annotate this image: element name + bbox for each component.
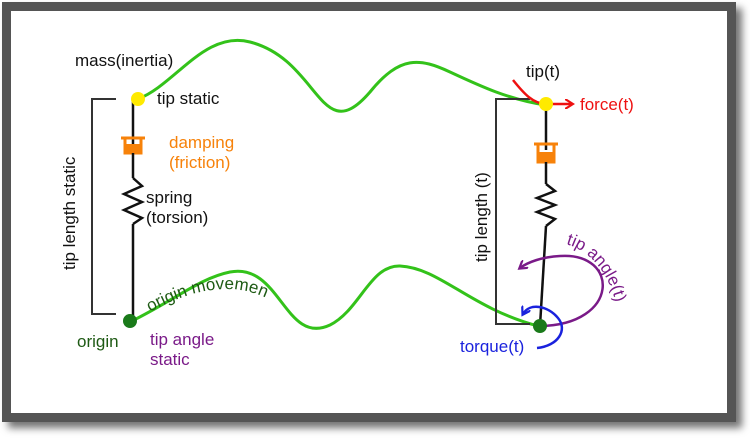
tip-static-label: tip static	[157, 89, 220, 108]
force-t-label: force(t)	[580, 95, 634, 114]
spring-label: spring	[146, 188, 192, 207]
torque-arrow	[523, 307, 564, 350]
tip-t-dot	[539, 97, 553, 111]
dynamic-rod-lower	[538, 225, 548, 327]
tip-length-t-bracket	[495, 98, 530, 325]
friction-label: (friction)	[169, 153, 230, 172]
static-spring-icon	[120, 177, 146, 226]
tip-angle-static-sublabel: static	[150, 350, 190, 369]
tip-length-static-bracket	[91, 98, 116, 315]
damping-label: damping	[169, 133, 234, 152]
dynamic-spring-icon	[533, 183, 559, 227]
tip-trajectory-curve	[137, 38, 547, 113]
torsion-label: (torsion)	[146, 208, 208, 227]
tip-length-static-label: tip length static	[60, 156, 79, 270]
origin-t-dot	[533, 319, 547, 333]
panel-background	[11, 11, 727, 413]
torque-t-label: torque(t)	[460, 337, 524, 356]
origin-label: origin	[77, 332, 119, 351]
tip-angle-static-label: tip angle	[150, 330, 214, 349]
mass-label: mass(inertia)	[75, 51, 173, 70]
static-damper-icon	[126, 144, 140, 153]
origin-dot	[123, 314, 137, 328]
tip-static-dot	[131, 92, 145, 106]
tip-t-label: tip(t)	[526, 62, 560, 81]
origin-trajectory-curve	[129, 264, 539, 330]
dynamic-damper-icon	[539, 152, 553, 162]
tip-angle-arc	[520, 254, 605, 328]
tip-length-t-label: tip length (t)	[472, 172, 491, 262]
